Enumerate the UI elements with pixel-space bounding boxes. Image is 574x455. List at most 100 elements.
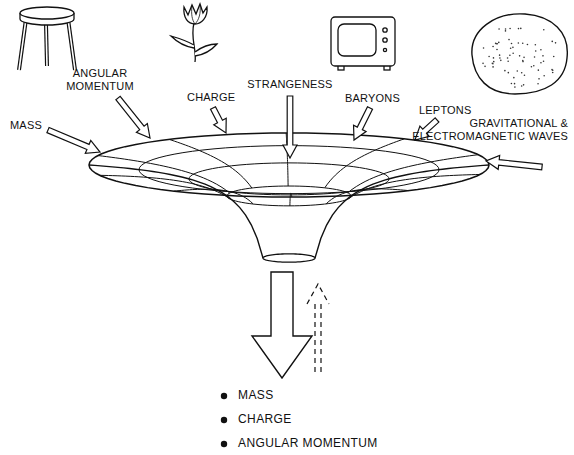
rock-texture bbox=[524, 74, 526, 76]
flower-leaf bbox=[195, 44, 217, 56]
rock-texture bbox=[514, 86, 516, 88]
rock-texture bbox=[538, 78, 540, 80]
rock-texture bbox=[520, 28, 522, 30]
rock-texture bbox=[521, 85, 523, 87]
rock-texture bbox=[504, 70, 506, 72]
rock-texture bbox=[535, 44, 537, 46]
flower-leaf bbox=[171, 36, 194, 48]
rock-texture bbox=[522, 60, 524, 62]
rock-texture bbox=[505, 28, 507, 30]
input-label: CHARGE bbox=[187, 91, 235, 104]
rock-texture bbox=[552, 72, 554, 74]
rock-texture bbox=[507, 60, 509, 62]
tv-cabinet bbox=[331, 17, 395, 66]
rock-texture bbox=[492, 63, 494, 65]
rock-texture bbox=[543, 60, 545, 62]
rock-texture bbox=[499, 57, 501, 59]
rock-texture bbox=[510, 47, 512, 49]
rock-texture bbox=[483, 47, 485, 49]
rock-texture bbox=[513, 77, 515, 79]
rock-texture bbox=[509, 54, 511, 56]
rock-texture bbox=[493, 61, 495, 63]
rock-texture bbox=[552, 69, 554, 71]
rock-texture bbox=[531, 66, 533, 68]
rock-texture bbox=[522, 42, 524, 44]
funnel-outline bbox=[315, 165, 489, 258]
rock-texture bbox=[488, 56, 490, 58]
rock-texture bbox=[516, 70, 518, 72]
rock-texture bbox=[523, 57, 525, 59]
rock-texture bbox=[540, 62, 542, 64]
rock-texture bbox=[493, 57, 495, 59]
bullet bbox=[221, 441, 227, 447]
dashed-arrow bbox=[314, 300, 315, 372]
stool-drawing bbox=[19, 7, 75, 70]
rock-texture bbox=[482, 63, 484, 65]
rock-texture bbox=[533, 65, 535, 67]
rock-texture bbox=[542, 55, 544, 57]
funnel-ring bbox=[227, 186, 351, 206]
rock-texture bbox=[523, 84, 525, 86]
property-label: MASS bbox=[238, 388, 274, 402]
rock-texture bbox=[519, 55, 521, 57]
rock-texture bbox=[495, 43, 497, 45]
funnel-grid-line bbox=[325, 139, 405, 188]
input-arrow bbox=[486, 155, 542, 169]
rock-texture bbox=[555, 42, 557, 44]
flower-drawing bbox=[171, 4, 217, 62]
rock-texture bbox=[500, 60, 502, 62]
rock-texture bbox=[508, 72, 510, 74]
flower-petal bbox=[192, 5, 201, 24]
rock-texture bbox=[498, 28, 500, 30]
rock-texture bbox=[495, 42, 497, 44]
rock-texture bbox=[484, 66, 486, 68]
input-label: STRANGENESS bbox=[235, 78, 345, 91]
funnel-grid-line bbox=[98, 156, 230, 193]
stool-leg bbox=[19, 19, 26, 70]
rock-texture bbox=[527, 44, 529, 46]
output-arrows bbox=[252, 272, 329, 378]
input-label: ANGULAR MOMENTUM bbox=[62, 67, 138, 93]
rock-texture bbox=[540, 49, 542, 51]
rock-texture bbox=[507, 57, 509, 59]
stool-leg bbox=[68, 19, 75, 70]
rock-texture bbox=[543, 75, 545, 77]
rock-drawing bbox=[472, 14, 567, 94]
bullet-list-marks bbox=[221, 393, 227, 447]
rock-texture bbox=[551, 41, 553, 43]
rock-texture bbox=[511, 83, 513, 85]
rock-texture bbox=[535, 50, 537, 52]
rock-texture bbox=[498, 42, 500, 44]
input-label: BARYONS bbox=[345, 92, 400, 105]
input-arrow bbox=[283, 96, 297, 158]
rock-texture bbox=[538, 69, 540, 71]
input-arrow bbox=[47, 127, 100, 153]
rock-outline bbox=[472, 14, 567, 94]
rock-texture bbox=[492, 66, 494, 68]
rock-texture bbox=[551, 69, 553, 71]
rock-texture bbox=[543, 29, 545, 31]
input-label: GRAVITATIONAL & ELECTROMAGNETIC WAVES bbox=[406, 117, 568, 143]
rock-texture bbox=[508, 39, 510, 41]
rock-texture bbox=[509, 28, 511, 30]
television-drawing bbox=[331, 17, 395, 70]
stool-leg bbox=[19, 19, 26, 70]
input-arrow bbox=[354, 107, 373, 140]
dashed-arrow-head bbox=[307, 284, 329, 304]
output-arrow bbox=[252, 272, 312, 378]
rock-texture bbox=[514, 83, 516, 85]
stool-leg bbox=[46, 24, 47, 66]
rock-texture bbox=[534, 56, 536, 58]
rock-texture bbox=[511, 43, 513, 45]
funnel-outline bbox=[89, 165, 263, 258]
tv-knob bbox=[383, 28, 387, 32]
rock-texture bbox=[537, 83, 539, 85]
rock-texture bbox=[553, 56, 555, 58]
bullet bbox=[221, 417, 227, 423]
tv-knob bbox=[383, 48, 386, 51]
rock-texture bbox=[521, 72, 523, 74]
stool-leg bbox=[68, 19, 75, 70]
funnel-throat bbox=[263, 254, 315, 262]
